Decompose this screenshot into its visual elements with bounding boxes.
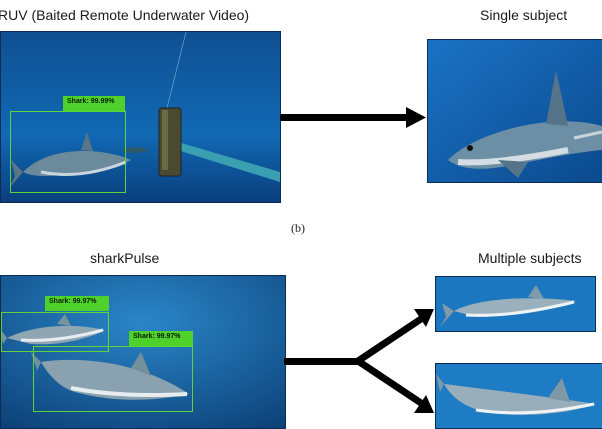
shark-ruv (9, 132, 131, 188)
pulse-detection-box-1 (1, 312, 109, 352)
arrow-single (280, 107, 426, 128)
sharkpulse-title: sharkPulse (90, 250, 160, 266)
multiple-subject-image-2 (435, 363, 602, 429)
pulse-detection-box-2 (33, 346, 193, 412)
ruv-scene-image: Shark: 99.99% (0, 31, 281, 203)
single-subject-title: Single subject (480, 7, 568, 23)
multiple-subjects-title: Multiple subjects (478, 250, 582, 266)
single-subject-image (427, 39, 602, 183)
shark-pulse-2 (29, 352, 189, 400)
pulse-detection-label-1: Shark: 99.97% (45, 296, 109, 311)
ruv-detection-label: Shark: 99.99% (63, 96, 125, 111)
pulse-detection-label-2: Shark: 99.97% (129, 331, 193, 346)
multiple-subject-graphic-1 (436, 277, 595, 331)
ruv-title: RUV (Baited Remote Underwater Video) (0, 7, 250, 23)
ruv-scene-graphic (1, 32, 280, 202)
arrow-multiple (284, 309, 434, 413)
multiple-subject-image-1 (435, 276, 596, 332)
figure-caption-b: (b) (291, 221, 305, 235)
shark-pulse-1 (1, 314, 105, 345)
multiple-subject-graphic-2 (436, 364, 602, 428)
shark-single (448, 70, 602, 178)
single-subject-graphic (428, 40, 602, 182)
ruv-detection-box (10, 111, 126, 193)
sharkpulse-scene-image: Shark: 99.97% Shark: 99.97% (0, 275, 286, 429)
